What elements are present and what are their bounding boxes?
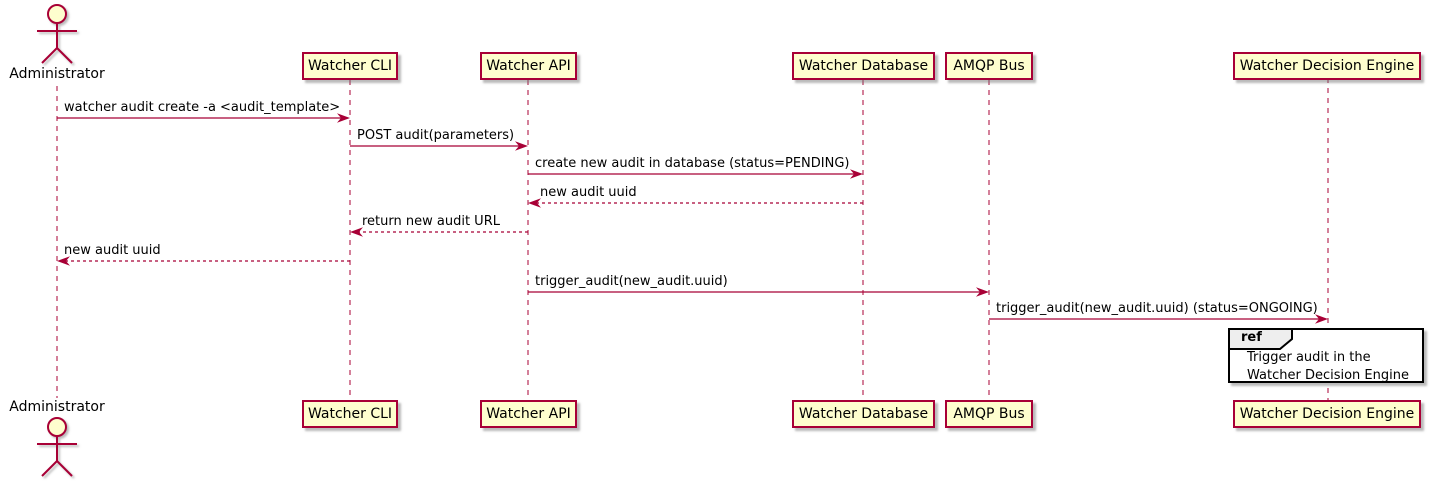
arrowhead-msg7 <box>976 287 989 297</box>
message-label-new-audit-uuid-admin: new audit uuid <box>64 243 161 258</box>
arrowhead-msg8 <box>1315 314 1328 324</box>
participant-box-watcher-decision-engine-top: Watcher Decision Engine <box>1233 52 1421 80</box>
participant-box-watcher-cli-bottom: Watcher CLI <box>302 400 398 428</box>
ref-fragment: ref Trigger audit in the Watcher Decisio… <box>1228 328 1424 383</box>
ref-tag-shape <box>1228 328 1293 350</box>
participant-box-watcher-database-top: Watcher Database <box>792 52 935 80</box>
message-label-trigger-audit: trigger_audit(new_audit.uuid) <box>535 274 728 289</box>
arrowhead-msg6 <box>57 256 70 266</box>
administrator-actor-icon <box>37 4 77 64</box>
participant-box-amqp-bus-bottom: AMQP Bus <box>945 400 1033 428</box>
participant-box-watcher-api-top: Watcher API <box>480 52 577 80</box>
message-arrows <box>57 117 1322 320</box>
administrator-actor-icon-bottom <box>37 417 77 477</box>
message-arrowheads <box>57 113 1328 324</box>
message-label-trigger-audit-ongoing: trigger_audit(new_audit.uuid) (status=ON… <box>996 301 1318 316</box>
participant-box-watcher-decision-engine-bottom: Watcher Decision Engine <box>1233 400 1421 428</box>
arrowhead-msg5 <box>350 227 363 237</box>
ref-content: Trigger audit in the Watcher Decision En… <box>1247 349 1409 385</box>
message-label-create-audit: create new audit in database (status=PEN… <box>535 156 850 171</box>
participant-box-watcher-database-bottom: Watcher Database <box>792 400 935 428</box>
arrowhead-msg1 <box>337 113 350 123</box>
message-label-post-audit: POST audit(parameters) <box>357 128 515 143</box>
lifelines <box>56 78 1329 400</box>
participant-box-watcher-api-bottom: Watcher API <box>480 400 577 428</box>
actor-label-administrator-bottom: Administrator <box>9 399 105 415</box>
message-label-audit-create: watcher audit create -a <audit_template> <box>64 100 341 115</box>
message-label-return-url: return new audit URL <box>362 214 500 229</box>
ref-keyword: ref <box>1241 330 1262 345</box>
arrowhead-msg2 <box>515 141 528 151</box>
ref-content-line2: Watcher Decision Engine <box>1247 368 1409 383</box>
message-label-new-audit-uuid: new audit uuid <box>540 185 637 200</box>
arrowhead-msg3 <box>850 169 863 179</box>
participant-box-watcher-cli-top: Watcher CLI <box>302 52 398 80</box>
ref-content-line1: Trigger audit in the <box>1247 350 1371 365</box>
arrowhead-msg4 <box>528 198 541 208</box>
participant-box-amqp-bus-top: AMQP Bus <box>945 52 1033 80</box>
actor-label-administrator-top: Administrator <box>9 66 105 82</box>
